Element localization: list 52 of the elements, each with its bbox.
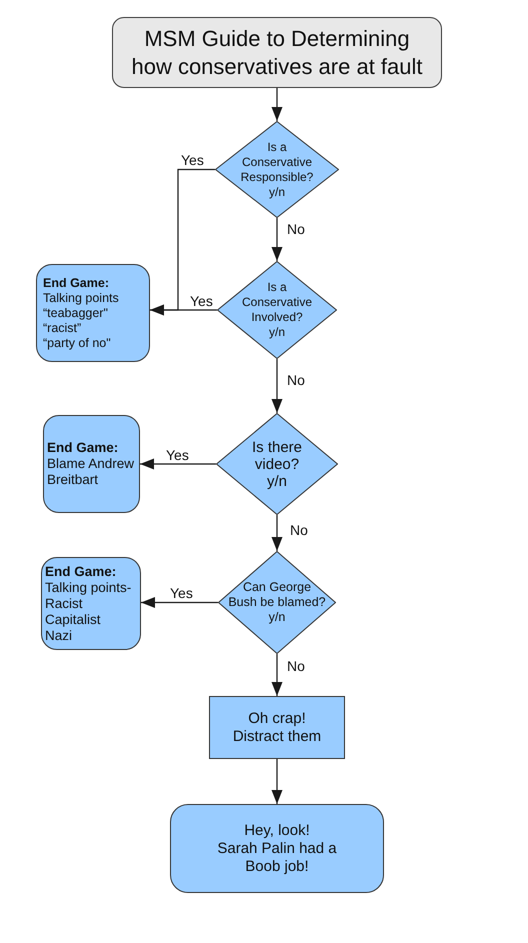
end-game-heading: End Game: <box>45 564 116 580</box>
end-game-text: Blame Andrew Breitbart <box>47 456 136 488</box>
question-text: Can George Bush be blamed? <box>228 580 326 610</box>
outcome-text: Hey, look! <box>244 822 310 840</box>
arrow <box>150 304 217 316</box>
decision-diamond <box>216 413 338 515</box>
edge-label: No <box>290 523 308 538</box>
edge-label: No <box>287 222 305 237</box>
action-text: Oh crap! <box>248 710 306 728</box>
question-text: Is there video? <box>250 438 304 472</box>
end-game-box <box>41 557 141 650</box>
end-game-text: Racist <box>45 596 83 612</box>
title-text: MSM Guide to Determining how conservatives are at fault <box>130 24 424 80</box>
yes-no-hint: y/n <box>268 184 285 200</box>
arrow <box>140 458 216 470</box>
decision-diamond <box>218 551 336 654</box>
arrow <box>272 759 282 804</box>
edge-label: No <box>287 659 305 674</box>
edge-label: Yes <box>181 153 204 168</box>
arrow <box>272 218 282 261</box>
question-text: Is a Conservative Involved? <box>240 280 314 325</box>
arrow <box>272 654 282 696</box>
end-game-text: Nazi <box>45 628 72 644</box>
question-text: Is a Conservative Responsible? <box>240 140 314 184</box>
yes-no-hint: y/n <box>268 325 285 340</box>
end-game-text: Talking points- <box>45 580 132 596</box>
title-box <box>112 17 442 88</box>
end-game-text: Talking points <box>43 290 119 306</box>
yes-no-hint: y/n <box>268 610 286 625</box>
end-game-text: “racist” <box>43 320 82 336</box>
arrow <box>272 359 282 413</box>
action-text: Distract them <box>232 728 322 746</box>
edge-label: Yes <box>170 586 193 601</box>
end-game-heading: End Game: <box>43 276 109 290</box>
end-game-box <box>36 264 150 362</box>
end-game-box <box>43 415 140 513</box>
arrow <box>141 597 218 608</box>
end-game-text: “party of no" <box>43 336 111 350</box>
arrow <box>272 515 282 551</box>
end-game-heading: End Game: <box>47 440 118 456</box>
end-game-text: Capitalist <box>45 612 101 628</box>
edge-label: Yes <box>166 448 189 463</box>
decision-diamond <box>217 261 337 359</box>
action-box <box>209 696 345 759</box>
edge-label: No <box>287 373 305 388</box>
terminal-box <box>170 804 384 893</box>
arrow <box>272 88 282 121</box>
edge-label: Yes <box>190 294 213 309</box>
outcome-text: Sarah Palin had a Boob job! <box>216 840 338 876</box>
decision-diamond <box>215 121 339 218</box>
end-game-text: “teabagger" <box>43 306 108 320</box>
yes-no-hint: y/n <box>266 472 287 490</box>
